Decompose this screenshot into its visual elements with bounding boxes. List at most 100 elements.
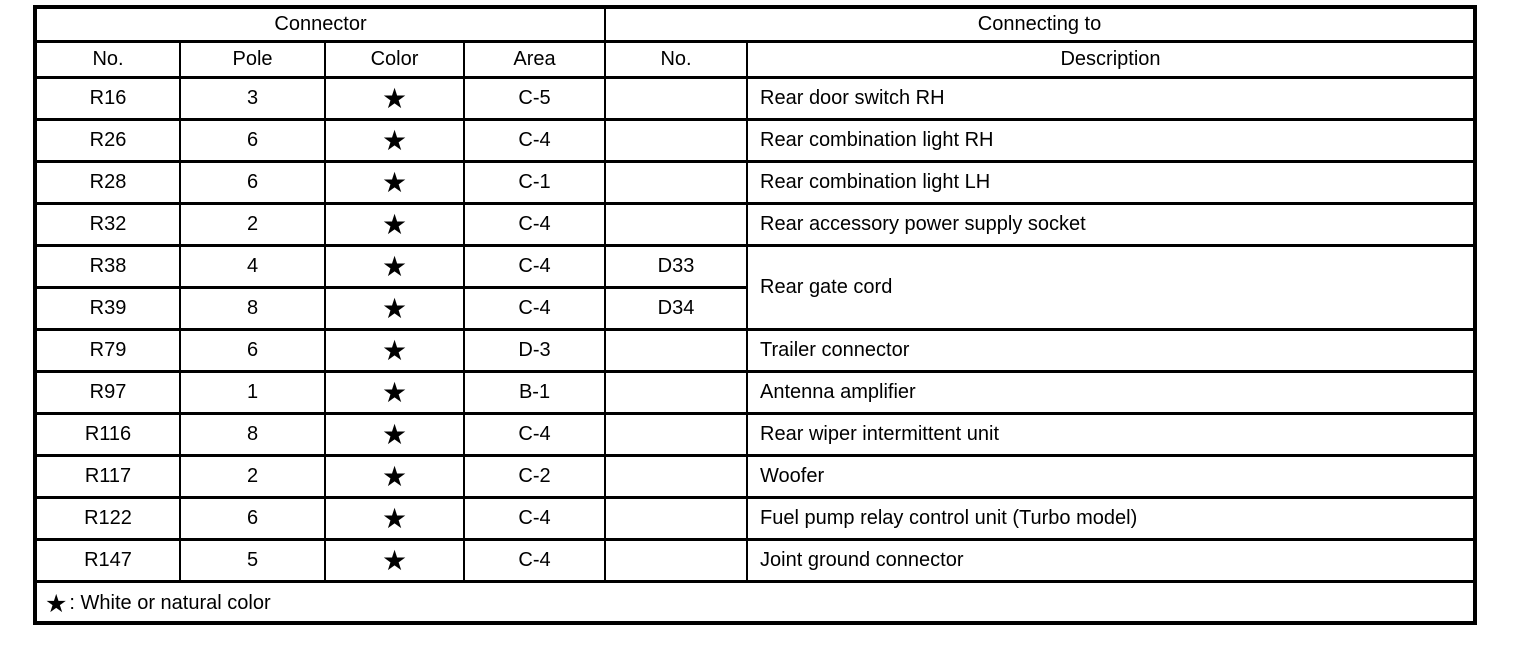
cell-no: R97 — [34, 370, 181, 415]
cell-area: C-5 — [462, 76, 607, 121]
star-icon: ★ — [381, 251, 408, 282]
cell-to-no — [604, 118, 749, 163]
cell-description: Joint ground connector — [746, 538, 1476, 583]
cell-pole: 5 — [179, 538, 326, 583]
cell-to-no — [604, 412, 749, 457]
cell-to-no — [604, 202, 749, 247]
cell-area: D-3 — [462, 328, 607, 373]
cell-color: ★ — [324, 328, 465, 373]
cell-pole: 6 — [179, 496, 326, 541]
cell-no: R39 — [34, 286, 181, 331]
cell-area: C-1 — [462, 160, 607, 205]
cell-color: ★ — [324, 370, 465, 415]
cell-description: Rear combination light RH — [746, 118, 1476, 163]
star-icon: ★ — [381, 167, 408, 198]
cell-to-no — [604, 328, 749, 373]
cell-no: R122 — [34, 496, 181, 541]
cell-no: R32 — [34, 202, 181, 247]
star-icon: ★ — [381, 461, 408, 492]
column-header-area: Area — [462, 40, 607, 79]
cell-no: R116 — [34, 412, 181, 457]
column-header-description: Description — [746, 40, 1476, 79]
cell-to-no: D33 — [604, 244, 749, 289]
cell-no: R79 — [34, 328, 181, 373]
cell-pole: 6 — [179, 118, 326, 163]
table-footer: ★: White or natural color — [34, 580, 1476, 625]
cell-to-no — [604, 76, 749, 121]
star-icon: ★ — [381, 293, 408, 324]
star-icon: ★ — [381, 335, 408, 366]
header-connecting-to-group: Connecting to — [604, 5, 1476, 43]
cell-to-no — [604, 454, 749, 499]
cell-description: Rear gate cord — [746, 244, 1476, 331]
column-header-row: No. Pole Color Area No. Description — [34, 40, 1476, 79]
cell-description: Rear combination light LH — [746, 160, 1476, 205]
cell-area: C-4 — [462, 412, 607, 457]
cell-description: Rear door switch RH — [746, 76, 1476, 121]
connector-table: Connector Connecting to No. Pole Color A… — [33, 5, 1477, 625]
header-group-row: Connector Connecting to — [33, 5, 1476, 43]
cell-no: R147 — [34, 538, 181, 583]
cell-pole: 1 — [179, 370, 326, 415]
star-icon: ★ — [381, 377, 408, 408]
cell-color: ★ — [324, 538, 465, 583]
star-icon: ★ — [381, 209, 408, 240]
cell-pole: 6 — [179, 160, 326, 205]
cell-pole: 2 — [179, 454, 326, 499]
star-icon: ★ — [381, 503, 408, 534]
cell-area: C-4 — [462, 286, 607, 331]
cell-description: Woofer — [746, 454, 1476, 499]
cell-description: Trailer connector — [746, 328, 1476, 373]
cell-color: ★ — [324, 244, 465, 289]
cell-area: C-4 — [462, 202, 607, 247]
star-icon: ★ — [381, 419, 408, 450]
cell-to-no — [604, 160, 749, 205]
cell-description: Rear accessory power supply socket — [746, 202, 1476, 247]
cell-no: R38 — [34, 244, 181, 289]
cell-to-no — [604, 538, 749, 583]
cell-color: ★ — [324, 202, 465, 247]
cell-pole: 8 — [179, 286, 326, 331]
cell-pole: 6 — [179, 328, 326, 373]
cell-to-no — [604, 496, 749, 541]
cell-color: ★ — [324, 412, 465, 457]
star-icon: ★ — [381, 125, 408, 156]
cell-pole: 3 — [179, 76, 326, 121]
cell-area: C-4 — [462, 118, 607, 163]
header-connector-group: Connector — [33, 5, 607, 43]
footnote-text: : White or natural color — [69, 592, 271, 614]
column-header-no: No. — [34, 40, 181, 79]
footnote: ★: White or natural color — [34, 580, 1476, 625]
star-icon: ★ — [381, 83, 408, 114]
cell-no: R117 — [34, 454, 181, 499]
cell-area: C-2 — [462, 454, 607, 499]
cell-color: ★ — [324, 118, 465, 163]
cell-color: ★ — [324, 496, 465, 541]
cell-no: R26 — [34, 118, 181, 163]
cell-description: Rear wiper intermittent unit — [746, 412, 1476, 457]
column-header-pole: Pole — [179, 40, 326, 79]
cell-pole: 2 — [179, 202, 326, 247]
cell-area: C-4 — [462, 538, 607, 583]
cell-no: R16 — [34, 76, 181, 121]
table-header: Connector Connecting to No. Pole Color A… — [33, 5, 1476, 79]
footnote-row: ★: White or natural color — [34, 580, 1476, 625]
cell-description: Fuel pump relay control unit (Turbo mode… — [746, 496, 1476, 541]
cell-color: ★ — [324, 454, 465, 499]
cell-to-no — [604, 370, 749, 415]
cell-area: C-4 — [462, 496, 607, 541]
cell-color: ★ — [324, 160, 465, 205]
cell-area: C-4 — [462, 244, 607, 289]
cell-to-no: D34 — [604, 286, 749, 331]
